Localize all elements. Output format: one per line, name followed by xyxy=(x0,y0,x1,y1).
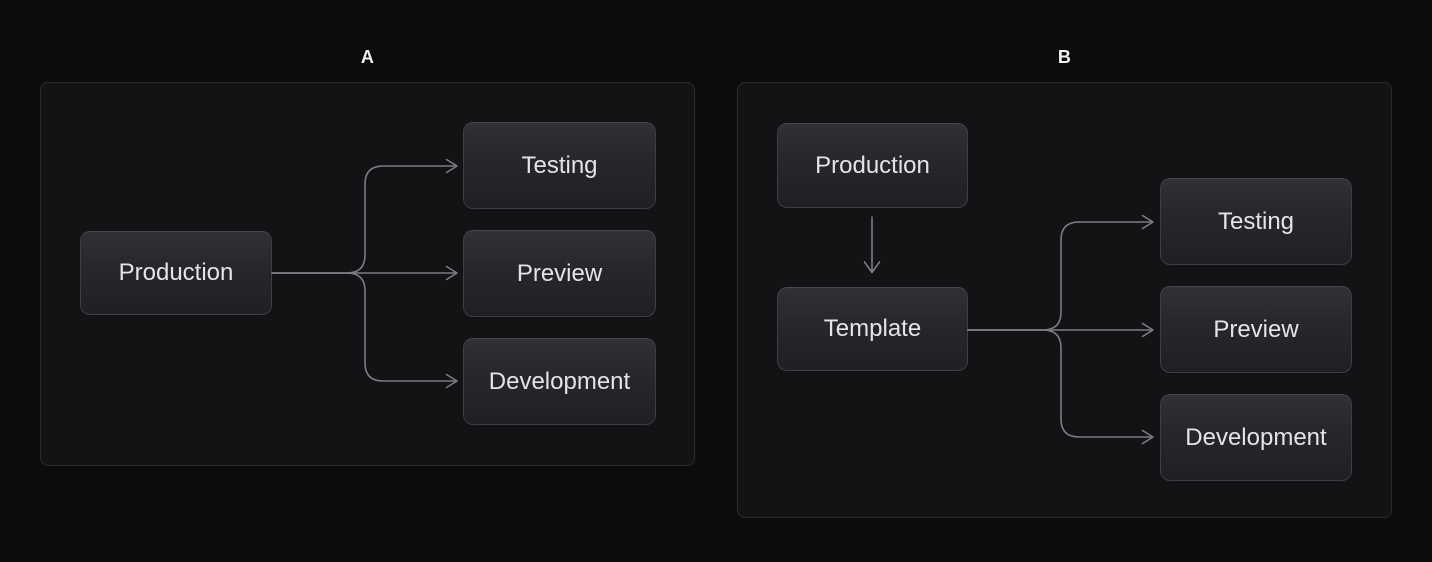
diagram-a-label: A xyxy=(360,47,375,67)
diagram-b-label: B xyxy=(1057,47,1072,67)
diagram-b-node-template: Template xyxy=(777,287,968,371)
diagram-a-node-production: Production xyxy=(80,231,272,315)
diagram-b-node-preview: Preview xyxy=(1160,286,1352,373)
diagram-b-node-production: Production xyxy=(777,123,968,208)
diagram-b-node-testing: Testing xyxy=(1160,178,1352,265)
diagram-b-node-development: Development xyxy=(1160,394,1352,481)
diagram-a-node-development: Development xyxy=(463,338,656,425)
diagram-a-node-testing: Testing xyxy=(463,122,656,209)
diagram-a-node-preview: Preview xyxy=(463,230,656,317)
